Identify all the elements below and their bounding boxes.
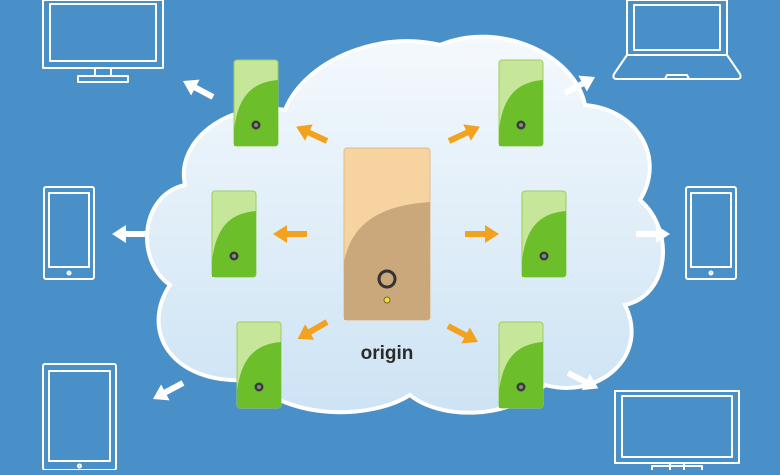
- delivery-arrow-mid-left: [112, 225, 146, 243]
- edge-server-top-left: [233, 59, 279, 147]
- edge-server-bottom-left: [236, 321, 282, 409]
- origin-server: [343, 147, 431, 321]
- laptop-icon: [612, 0, 742, 80]
- phone-icon: [43, 186, 95, 280]
- delivery-arrow-bottom-left: [148, 375, 188, 407]
- phone-icon: [685, 186, 737, 280]
- edge-server-mid-left: [211, 190, 257, 278]
- edge-server-mid-right: [521, 190, 567, 278]
- monitor-icon: [614, 390, 740, 473]
- server-icon: [377, 269, 397, 289]
- edge-server-bottom-right: [498, 321, 544, 409]
- tablet-icon: [42, 363, 117, 471]
- edge-server-top-right: [498, 59, 544, 147]
- monitor-icon: [42, 0, 164, 83]
- delivery-arrow-top-left: [178, 73, 218, 105]
- origin-label: origin: [361, 343, 414, 364]
